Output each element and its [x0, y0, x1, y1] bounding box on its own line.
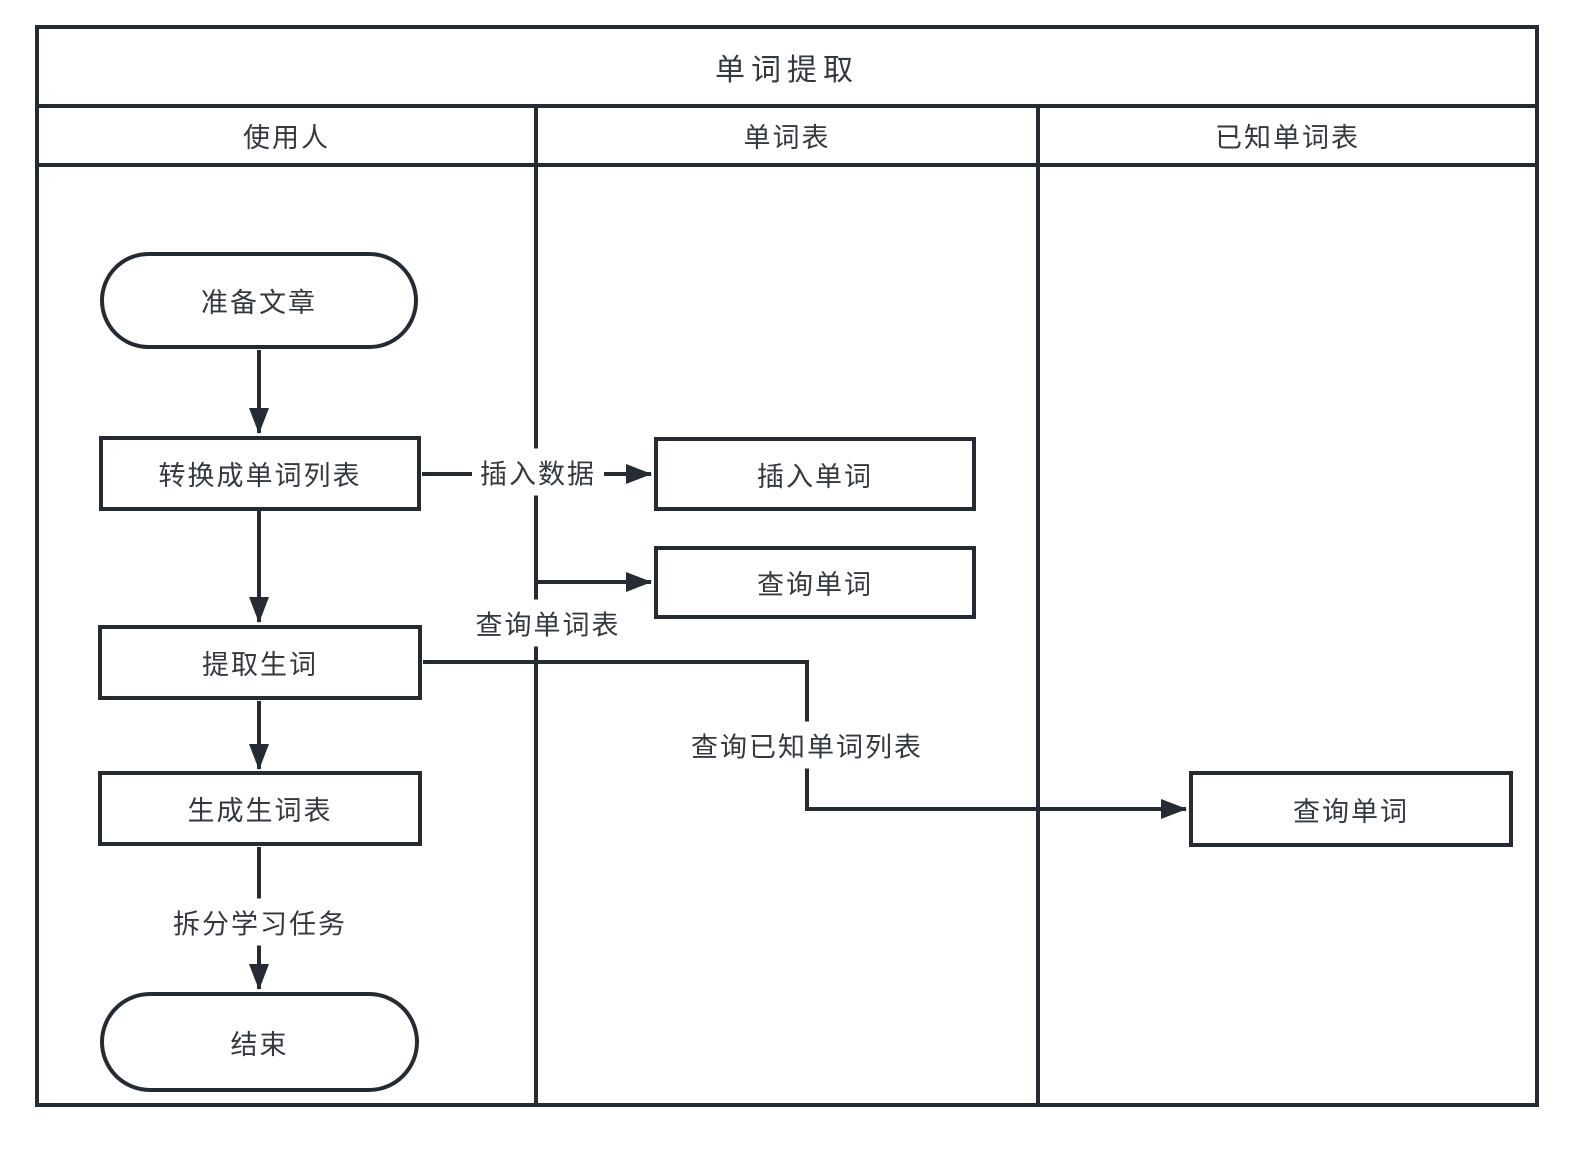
node-convert-to-word-list: 转换成单词列表	[99, 436, 421, 511]
edge-label-insert-data: 插入数据	[472, 448, 604, 496]
lane-header-user: 使用人	[243, 123, 330, 154]
node-generate-new-word-list: 生成生词表	[98, 771, 422, 846]
diagram-title: 单词提取	[715, 52, 859, 88]
lane-header-word-list: 单词表	[743, 123, 831, 154]
diagram-frame	[35, 25, 1539, 1107]
node-prepare-article: 准备文章	[100, 252, 418, 349]
node-query-known-word: 查询单词	[1189, 771, 1513, 847]
lane-divider-2	[1036, 104, 1040, 1107]
node-extract-new-words: 提取生词	[98, 625, 422, 700]
edge-label-query-known-word-list: 查询已知单词列表	[683, 721, 931, 769]
edge-label-query-word-list: 查询单词表	[467, 599, 629, 647]
header-separator-line	[35, 163, 1539, 167]
title-separator-line	[35, 104, 1539, 108]
lane-header-known-word-list: 已知单词表	[1215, 123, 1360, 154]
node-end: 结束	[100, 992, 419, 1092]
edge-label-split-learning-tasks: 拆分学习任务	[165, 898, 355, 946]
node-query-word: 查询单词	[654, 546, 976, 619]
node-insert-word: 插入单词	[654, 437, 976, 511]
